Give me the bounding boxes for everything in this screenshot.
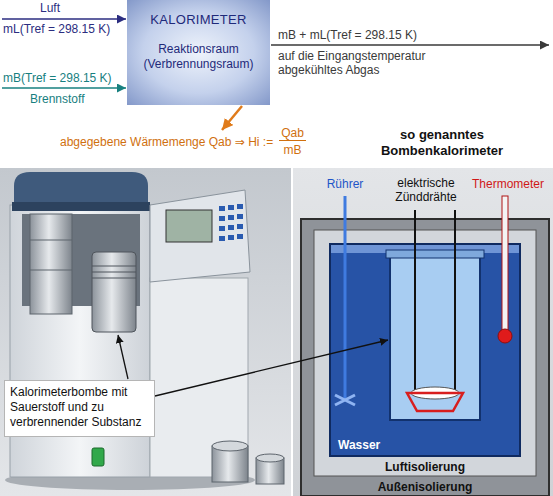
node-text: Kalorimeterbombe mit Sauerstoff und zu v… [10, 385, 149, 430]
node-text: KALORIMETER [150, 12, 246, 28]
container-top [256, 454, 284, 462]
callout-box: Kalorimeterbombe mit Sauerstoff und zu v… [4, 380, 155, 437]
heat-arrow [222, 106, 242, 130]
keypad [219, 204, 243, 241]
shaft-ring [30, 270, 72, 271]
device-shaft [30, 214, 72, 314]
bomb-photo [92, 252, 136, 332]
key [219, 206, 225, 211]
bomb-lid [386, 250, 484, 258]
bomb-vessel [390, 254, 480, 420]
key [228, 205, 234, 210]
fraction-numerator: Qab [279, 126, 306, 141]
exhaust-note: auf die Eingangstemperatur abgekühltes A… [278, 49, 468, 77]
outer-insulation-shape [301, 219, 549, 496]
bomb-rib [92, 266, 136, 267]
air-mass-label: mL(Tref = 298.15 K) [3, 22, 110, 36]
node-text: Reaktionsraum (Verbrennungsraum) [133, 42, 264, 72]
key [237, 214, 243, 219]
key [228, 225, 234, 230]
key [219, 236, 225, 241]
photo-background [0, 168, 291, 496]
ignition-wire-label: elektrische Zünddrähte [386, 176, 466, 204]
key [237, 234, 243, 239]
outer-insulation: Außenisolierung Luftisolierung Wasser [300, 218, 550, 496]
bomb-calorimeter-schematic [293, 168, 553, 496]
stirrer-rod [344, 196, 347, 400]
thermometer-tube [502, 196, 508, 332]
air-insulation: Luftisolierung Wasser [314, 230, 536, 476]
thermometer-label: Thermometer [468, 177, 548, 191]
ignition-wire [414, 210, 416, 392]
shaft-ring [30, 240, 72, 241]
thermometer-bulb [498, 329, 512, 343]
node-text: Wasser [338, 438, 380, 452]
stirrer-blade [335, 395, 355, 405]
key [219, 226, 225, 231]
device-lid [14, 172, 148, 205]
air-label: Luft [40, 1, 60, 15]
air-arrow [2, 18, 126, 20]
fuel-mass-label: mB(Tref = 298.15 K) [3, 71, 112, 85]
bomb-rib [92, 278, 136, 279]
node-text: Außenisolierung [378, 480, 473, 494]
leader-line [155, 340, 388, 396]
exhaust-mass-label: mB + mL(Tref = 298.15 K) [278, 28, 417, 42]
key [228, 215, 234, 220]
fuel-arrow [2, 87, 126, 89]
fraction-denominator: mB [279, 143, 306, 157]
leader-line [118, 335, 128, 379]
key [228, 235, 234, 240]
fuel-label: Brennstoff [30, 92, 84, 106]
display-screen [166, 210, 212, 242]
exhaust-arrow [271, 44, 549, 46]
crucible [407, 393, 463, 411]
display-unit [150, 190, 250, 282]
ignition-wire [454, 210, 456, 392]
lid-rim [12, 202, 150, 211]
water-tank [330, 244, 520, 456]
calorimeter-box: KALORIMETER Reaktionsraum (Verbrennungsra… [127, 0, 270, 105]
bomb-rib [92, 272, 136, 273]
calorimeter-photo [0, 168, 291, 496]
node-text: Luftisolierung [385, 460, 465, 474]
key [219, 216, 225, 221]
container-top [212, 441, 248, 451]
key [237, 224, 243, 229]
schematic-background [293, 168, 553, 496]
stirrer-label: Rührer [320, 177, 370, 191]
section-heading: so genanntes Bombenkalorimeter [372, 127, 512, 159]
water-bath: Wasser [330, 244, 520, 456]
power-button [92, 448, 104, 466]
key [237, 204, 243, 209]
heat-formula: abgegebene Wärmemenge Qab ⇒ Hi := [60, 135, 273, 149]
